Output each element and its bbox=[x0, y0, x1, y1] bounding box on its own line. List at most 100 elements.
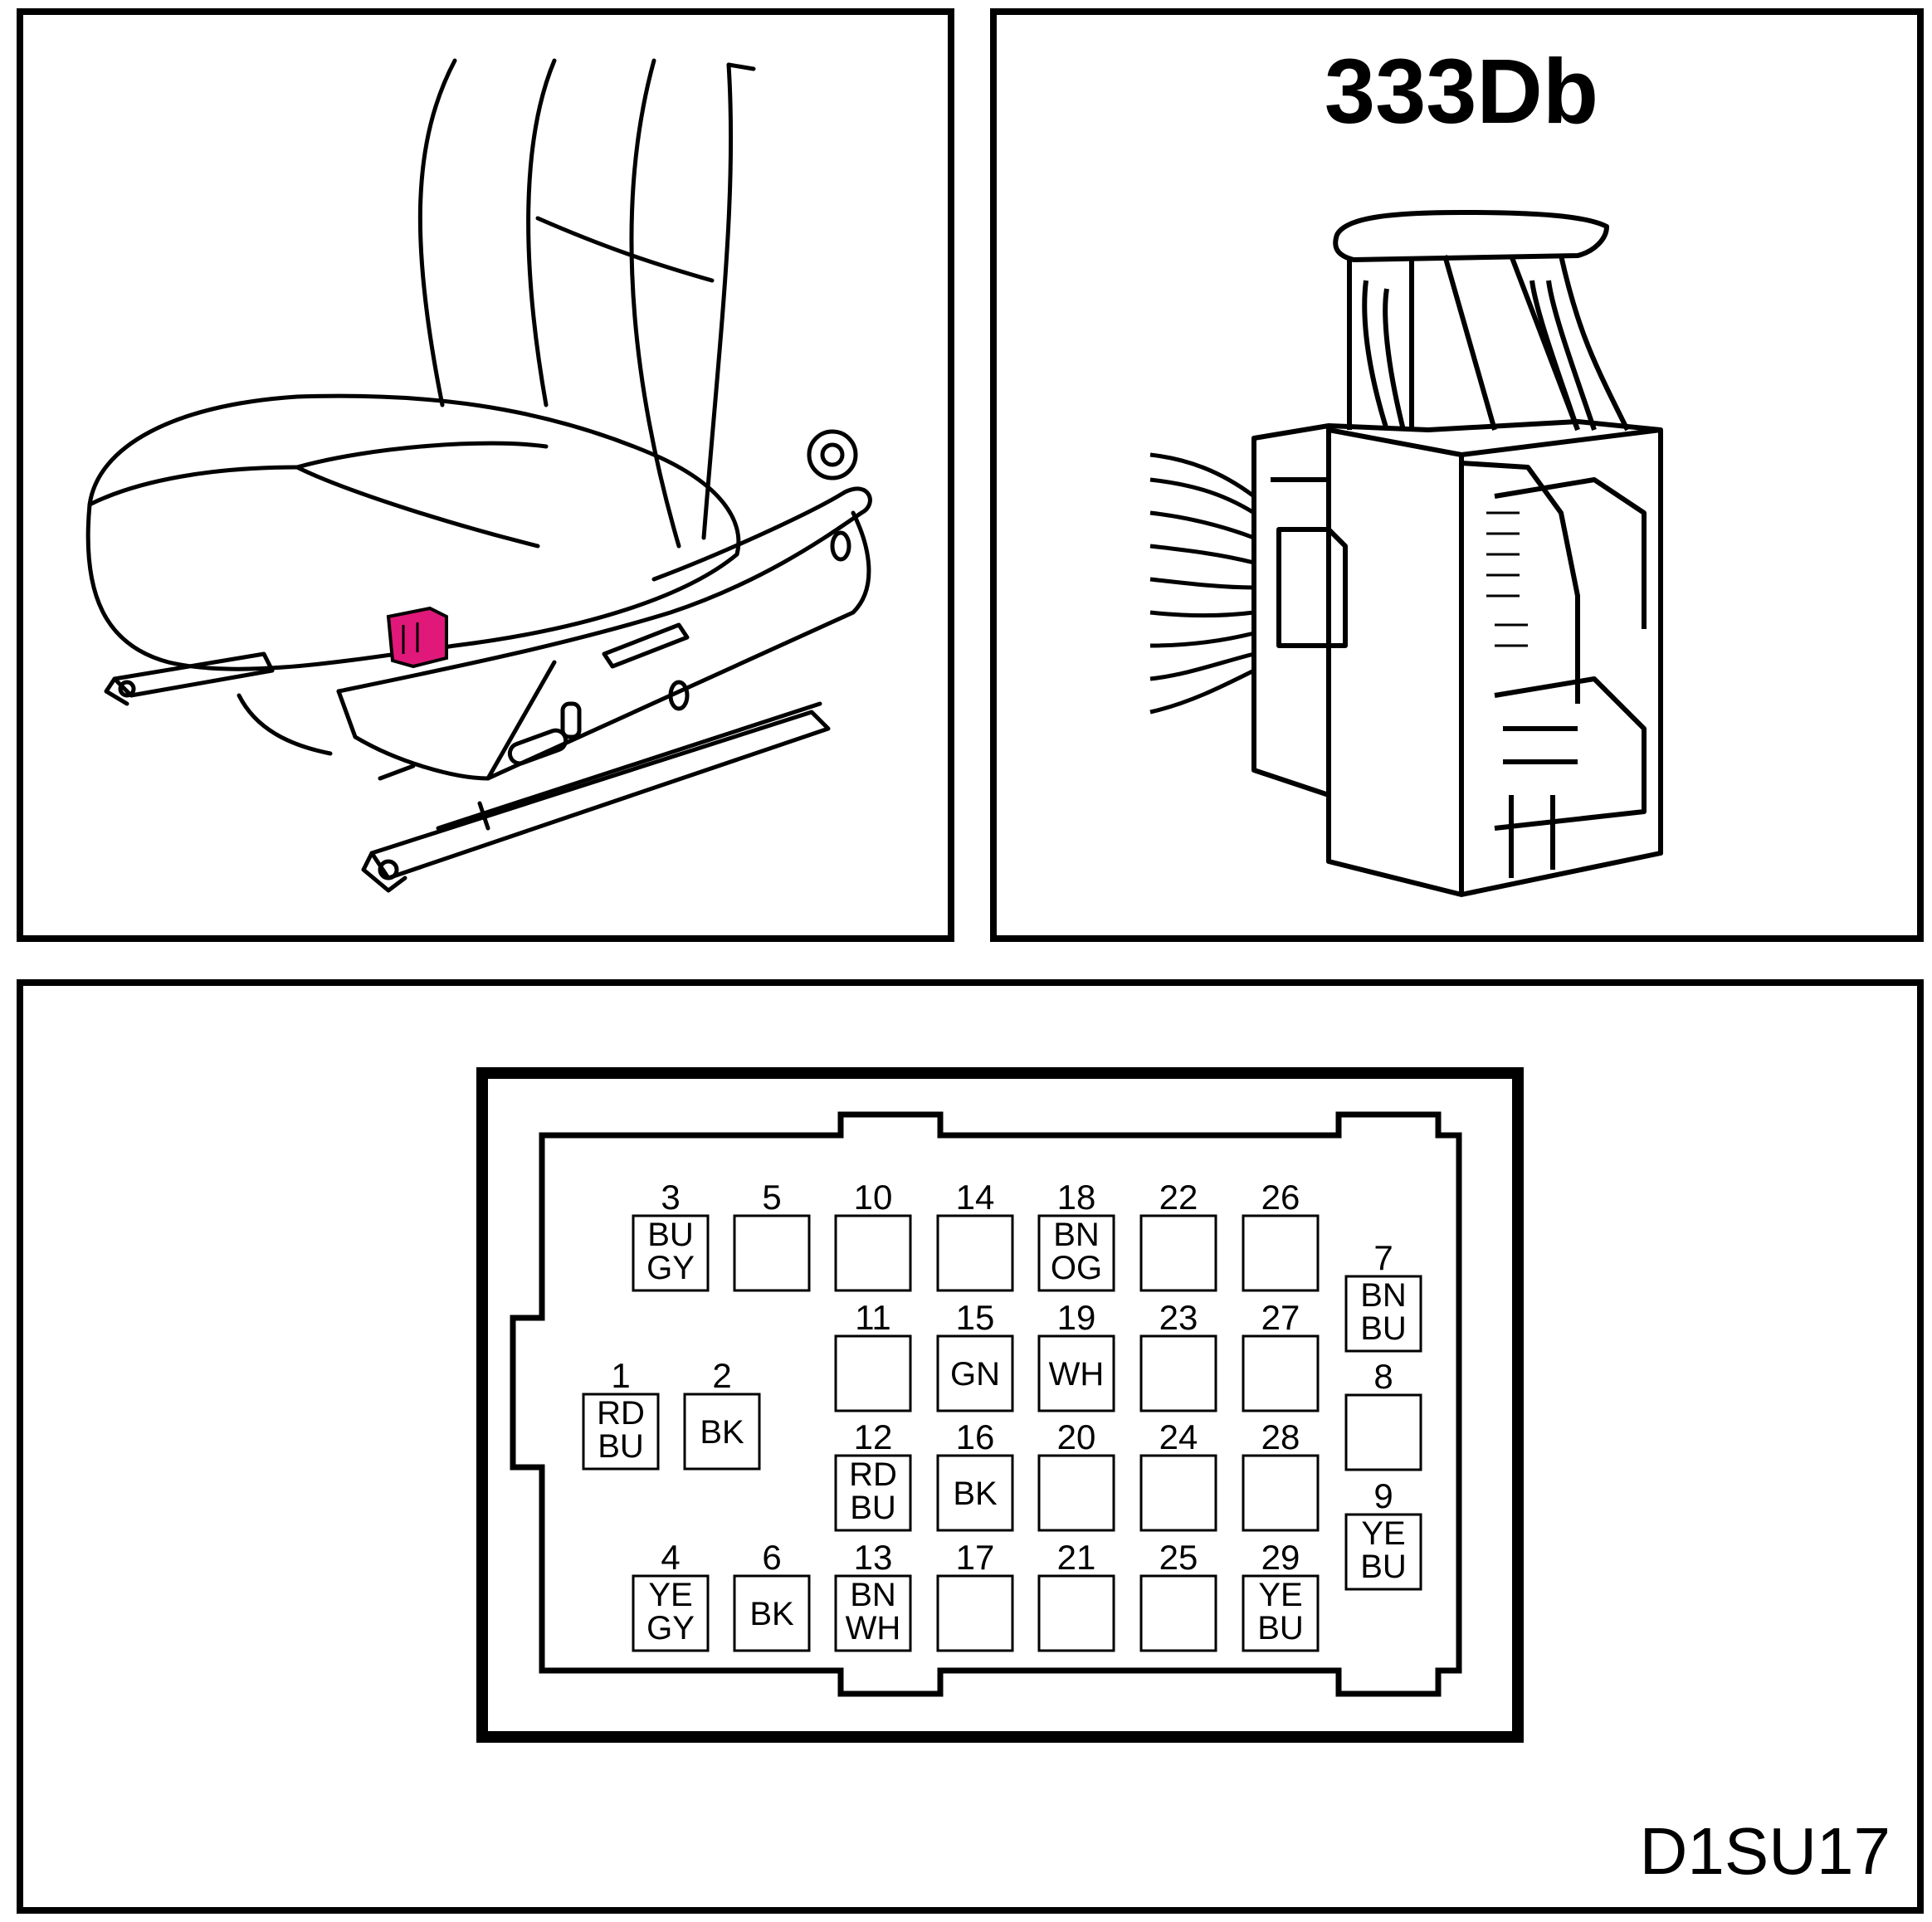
pin-2: 2BK bbox=[683, 1356, 761, 1471]
pin-number: 24 bbox=[1159, 1417, 1198, 1456]
pin-21: 21 bbox=[1037, 1538, 1115, 1652]
pin-wire-color: GN bbox=[950, 1356, 1000, 1393]
pin-cavity bbox=[1139, 1454, 1217, 1532]
drawing-code: D1SU17 bbox=[1640, 1814, 1891, 1888]
pin-number: 17 bbox=[956, 1538, 995, 1577]
pin-number: 11 bbox=[855, 1298, 891, 1337]
pin-cavity bbox=[1344, 1513, 1422, 1591]
pin-number: 8 bbox=[1373, 1357, 1393, 1396]
pin-25: 25 bbox=[1139, 1538, 1217, 1652]
pin-number: 20 bbox=[1057, 1417, 1096, 1456]
connector-face-profile bbox=[510, 1111, 1462, 1697]
pin-wire-color: BU bbox=[1360, 1310, 1407, 1347]
pin-cavity bbox=[582, 1393, 660, 1471]
pin-wire-color: BU bbox=[850, 1490, 896, 1526]
pin-wire-color: BU bbox=[647, 1217, 694, 1253]
pin-8: 8 bbox=[1344, 1357, 1422, 1471]
pin-cavity bbox=[1139, 1214, 1217, 1292]
pin-cavity bbox=[1242, 1454, 1320, 1532]
pin-cavity bbox=[1037, 1454, 1115, 1532]
pin-wire-color: OG bbox=[1051, 1250, 1102, 1286]
pin-cavity bbox=[632, 1214, 710, 1292]
pin-wire-color: WH bbox=[846, 1610, 901, 1646]
pin-28: 28 bbox=[1242, 1417, 1320, 1532]
pin-wire-color: BN bbox=[1360, 1277, 1407, 1314]
pin-number: 23 bbox=[1159, 1298, 1198, 1337]
pin-number: 4 bbox=[661, 1538, 680, 1577]
pin-cavity bbox=[1344, 1393, 1422, 1471]
pin-number: 15 bbox=[956, 1298, 995, 1337]
pin-number: 22 bbox=[1159, 1178, 1198, 1217]
pin-number: 1 bbox=[611, 1356, 630, 1395]
seat-location-panel bbox=[17, 8, 954, 942]
pin-cavity bbox=[834, 1454, 912, 1532]
pin-17: 17 bbox=[936, 1538, 1014, 1652]
pin-cavity bbox=[936, 1574, 1014, 1652]
pin-10: 10 bbox=[834, 1178, 912, 1292]
pin-24: 24 bbox=[1139, 1417, 1217, 1532]
pin-23: 23 bbox=[1139, 1298, 1217, 1412]
pin-number: 14 bbox=[956, 1178, 995, 1217]
pin-number: 6 bbox=[762, 1538, 781, 1577]
pin-14: 14 bbox=[936, 1178, 1014, 1292]
pin-cavity bbox=[936, 1454, 1014, 1532]
pin-wire-color: GY bbox=[646, 1250, 695, 1286]
pin-number: 13 bbox=[854, 1538, 893, 1577]
connector-housing-icon bbox=[1251, 210, 1663, 897]
pin-cavity bbox=[1242, 1574, 1320, 1652]
pin-27: 27 bbox=[1242, 1298, 1320, 1412]
pin-number: 7 bbox=[1373, 1238, 1393, 1277]
connector-view-panel: 333Db bbox=[990, 8, 1924, 942]
pin-wire-color: BK bbox=[953, 1476, 998, 1512]
pin-cavity bbox=[733, 1574, 811, 1652]
connector-face-outline bbox=[476, 1067, 1524, 1743]
seat-illustration bbox=[85, 58, 872, 893]
pin-cavity bbox=[1242, 1334, 1320, 1412]
pin-wire-color: BU bbox=[1360, 1549, 1407, 1585]
pin-number: 9 bbox=[1373, 1476, 1393, 1515]
pin-cavity bbox=[1139, 1574, 1217, 1652]
pin-cavity bbox=[936, 1334, 1014, 1412]
pin-11: 11 bbox=[834, 1298, 912, 1412]
pin-22: 22 bbox=[1139, 1178, 1217, 1292]
wire-bundle-icon bbox=[1149, 452, 1256, 715]
pin-cavity bbox=[1242, 1214, 1320, 1292]
pin-wire-color: YE bbox=[648, 1577, 692, 1613]
pin-wire-color: BK bbox=[700, 1414, 744, 1451]
pin-20: 20 bbox=[1037, 1417, 1115, 1532]
pin-number: 21 bbox=[1057, 1538, 1096, 1577]
pin-cavity bbox=[834, 1574, 912, 1652]
pin-wire-color: BU bbox=[1257, 1610, 1304, 1646]
pin-wire-color: RD bbox=[597, 1395, 645, 1432]
pin-number: 19 bbox=[1057, 1298, 1096, 1337]
pin-number: 25 bbox=[1159, 1538, 1198, 1577]
pin-cavity bbox=[834, 1334, 912, 1412]
pin-cavity bbox=[1037, 1574, 1115, 1652]
pin-wire-color: RD bbox=[849, 1456, 897, 1493]
pin-wire-color: WH bbox=[1049, 1356, 1105, 1393]
pin-wire-color: BU bbox=[598, 1428, 644, 1465]
pin-cavity bbox=[1344, 1275, 1422, 1353]
pin-5: 5 bbox=[733, 1178, 811, 1292]
pin-number: 3 bbox=[661, 1178, 680, 1217]
pin-cavity bbox=[936, 1214, 1014, 1292]
pin-26: 26 bbox=[1242, 1178, 1320, 1292]
connector-title: 333Db bbox=[1325, 41, 1598, 143]
pin-number: 16 bbox=[956, 1417, 995, 1456]
pin-number: 12 bbox=[854, 1417, 893, 1456]
pin-cavity bbox=[1037, 1214, 1115, 1292]
pin-number: 27 bbox=[1261, 1298, 1300, 1337]
pin-cavity bbox=[834, 1214, 912, 1292]
